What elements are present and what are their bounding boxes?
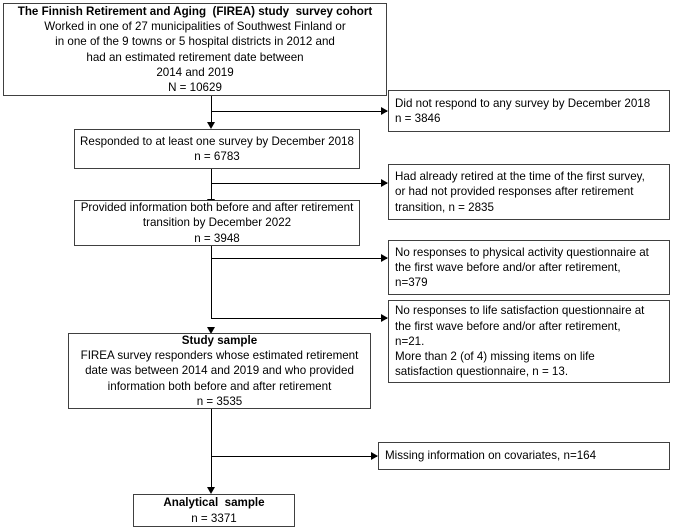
source-cohort-box: The Finnish Retirement and Aging (FIREA)… [3,3,387,96]
study-sample-line-3: date was between 2014 and 2019 and who p… [85,364,354,378]
exclusion-no-response-box: Did not respond to any survey by Decembe… [388,90,670,132]
arrowhead-no-physical-activity [381,254,388,262]
exclusion-already-retired-box: Had already retired at the time of the f… [388,164,670,220]
exclusion-already-retired-line-2: or had not provided responses after reti… [395,185,634,199]
source-cohort-title: The Finnish Retirement and Aging (FIREA)… [17,4,373,18]
connector-branch-no-life-satisfaction [211,318,387,319]
study-sample-line-4: information both before and after retire… [107,379,332,393]
responded-count: n = 6783 [194,150,240,163]
provided-info-count: n = 3948 [194,231,240,245]
study-sample-line-2: FIREA survey responders whose estimated … [80,349,359,363]
connector-provided-to-study-sample [211,246,212,318]
study-sample-count: n = 3535 [196,394,243,408]
exclusion-no-life-satisfaction-line-4: More than 2 (of 4) missing items on life [395,350,595,364]
provided-info-box: Provided information both before and aft… [74,200,360,246]
exclusion-no-response-line-1: Did not respond to any survey by Decembe… [395,96,651,110]
source-cohort-line-3: in one of the 9 towns or 5 hospital dist… [55,35,335,49]
arrowhead-missing-covariates [371,452,378,460]
exclusion-already-retired-count: transition, n = 2835 [395,200,494,214]
connector-branch-no-physical-activity [211,258,387,259]
source-cohort-count: N = 10629 [168,80,222,94]
exclusion-no-life-satisfaction-box: No responses to life satisfaction questi… [388,300,670,383]
connector-branch-no-response [211,111,387,112]
connector-branch-missing-covariates [211,456,377,457]
arrowhead-already-retired [381,179,388,187]
exclusion-no-life-satisfaction-line-1: No responses to life satisfaction questi… [395,304,645,318]
connector-study-to-analytical [211,409,212,487]
exclusion-no-life-satisfaction-line-2: the first wave before and/or after retir… [395,319,621,333]
exclusion-no-life-satisfaction-line-5: satisfaction questionnaire, n = 13. [395,365,569,379]
exclusion-missing-covariates-label: Missing information on covariates, n=164 [385,449,597,463]
study-sample-title: Study sample [181,334,258,347]
source-cohort-line-2: Worked in one of 27 municipalities of So… [44,20,346,34]
exclusion-no-physical-activity-line-2: the first wave before and/or after retir… [395,260,621,274]
responded-box: Responded to at least one survey by Dece… [74,129,360,169]
responded-label: Responded to at least one survey by Dece… [80,134,354,148]
exclusion-no-life-satisfaction-line-3: n=21. [395,334,425,348]
arrowhead-no-life-satisfaction [381,314,388,322]
arrowhead-to-study-sample [207,327,215,334]
provided-info-line-1: Provided information both before and aft… [80,201,354,215]
exclusion-missing-covariates-box: Missing information on covariates, n=164 [378,442,670,470]
analytical-sample-title: Analytical sample [163,496,265,510]
exclusion-no-physical-activity-line-1: No responses to physical activity questi… [395,245,649,259]
arrowhead-no-response [381,107,388,115]
analytical-sample-box: Analytical sample n = 3371 [133,494,295,527]
connector-cohort-to-responded [211,96,212,122]
analytical-sample-count: n = 3371 [191,511,237,525]
arrowhead-to-responded [207,122,215,129]
connector-responded-to-provided [211,169,212,199]
provided-info-line-2: transition by December 2022 [142,216,292,230]
arrowhead-to-analytical-sample [207,487,215,494]
source-cohort-line-5: 2014 and 2019 [156,65,234,79]
connector-branch-already-retired [211,183,387,184]
study-sample-box: Study sample FIREA survey responders who… [68,333,371,409]
exclusion-no-response-count: n = 3846 [395,112,441,125]
exclusion-no-physical-activity-box: No responses to physical activity questi… [388,240,670,295]
exclusion-no-physical-activity-count: n=379 [395,276,428,290]
source-cohort-line-4: had an estimated retirement date between [86,50,304,64]
exclusion-already-retired-line-1: Had already retired at the time of the f… [395,170,645,184]
